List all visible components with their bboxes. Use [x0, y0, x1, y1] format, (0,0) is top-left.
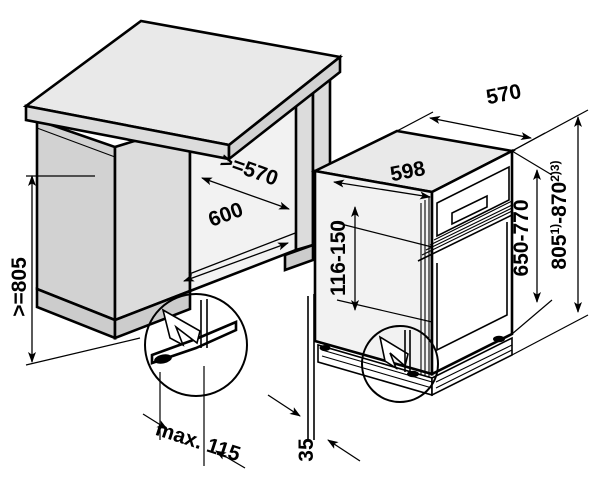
appliance-left-side-panel: [315, 171, 432, 374]
dimension-label-plinth-offset: 35: [295, 438, 318, 462]
total-height-value-max: 870: [548, 182, 571, 217]
detail-circle-appliance-foot: [361, 325, 439, 403]
max115-arrow-left: [142, 413, 168, 430]
dimension-panel-height: 116-150: [327, 206, 433, 323]
door-band-line-4: [421, 210, 513, 256]
door-height-ext-top: [511, 150, 553, 176]
appliance-control-panel-outline: [436, 165, 510, 238]
cabinet-niche-foot-step: [285, 245, 313, 270]
dimension-plinth-offset: 35: [267, 394, 361, 462]
svg-text:8051)-8702)3): 8051)-8702)3): [548, 160, 571, 269]
worktop-right-edge: [229, 57, 340, 159]
worktop-top-surface: [26, 21, 340, 145]
total-height-dash: -: [548, 217, 571, 224]
detail-circle-outline-appliance: [361, 325, 439, 403]
dishwasher-appliance: [307, 129, 517, 440]
dimension-niche-height: >=805: [8, 175, 141, 366]
detail-bracket-shape: [163, 310, 200, 345]
appliance-depth-dimline: [429, 116, 532, 140]
total-height-sup-1: 1): [548, 224, 562, 235]
niche-height-ext-bottom: [25, 337, 141, 366]
appliance-decor-panel-field: [436, 222, 508, 352]
worktop-front-edge: [26, 106, 229, 159]
door-band-line-1: [433, 200, 513, 241]
appliance-foot-rear-left: [319, 345, 331, 351]
dimension-total-height: 8051)-8702)3): [511, 109, 589, 356]
plinth-offset-arrow-right: [327, 439, 361, 462]
niche-depth-dimline: [201, 177, 290, 210]
dimension-door-height: 650-770: [510, 150, 553, 335]
appliance-top-surface: [315, 131, 512, 192]
total-height-value-min: 805: [548, 234, 571, 269]
appliance-foot-front-left: [407, 370, 419, 378]
total-height-label-group: 8051)-8702)3): [548, 160, 571, 269]
detail-bracket-outline: [161, 308, 201, 347]
detail-appliance-bracket-outline: [378, 335, 409, 371]
appliance-plinth-front: [432, 338, 512, 395]
appliance-door-front-outline: [430, 148, 514, 377]
total-height-sup-2: 2)3): [548, 160, 562, 181]
detail-circle-cabinet-foot: [144, 293, 248, 397]
door-band-line-5: [417, 214, 513, 262]
cabinet-left-panel-reveal: [36, 127, 116, 158]
total-height-ext-bottom: [511, 314, 589, 356]
door-band-line-3: [425, 207, 513, 251]
cabinet-plinth-left-side: [37, 289, 115, 338]
appliance-foot-front-right: [493, 335, 505, 343]
plinth-offset-arrow-left: [267, 394, 301, 417]
cabinet-plinth-front: [115, 291, 190, 338]
dimension-label-panel-height: 116-150: [327, 220, 350, 296]
plinth-stripe-3: [435, 344, 513, 383]
dimension-label-door-height: 650-770: [510, 199, 533, 276]
door-band-line-2: [429, 204, 513, 246]
niche-width-dimline: [183, 242, 289, 282]
detail-appliance-bracket: [380, 337, 408, 368]
cabinet-left-side-panel: [37, 120, 115, 320]
cabinet-plinth-front-outline: [113, 289, 192, 340]
appliance-depth-ext-a: [396, 111, 434, 132]
plinth-stripe-2: [321, 355, 433, 389]
detail-adjustable-foot: [154, 354, 172, 364]
appliance-width-dimline: [333, 179, 431, 200]
cabinet-front-door-left: [115, 124, 190, 320]
plinth-stripe-4: [435, 349, 513, 389]
max115-arrow-right: [215, 450, 246, 469]
appliance-door-handle-outline: [451, 194, 488, 226]
worktop-right-edge-outline: [227, 54, 342, 162]
detail-circle-outline-cabinet: [144, 293, 248, 397]
cabinet-niche-right-inner-panel: [296, 80, 313, 250]
dimension-label-niche-height: >=805: [8, 257, 31, 317]
appliance-door-handle: [452, 196, 487, 224]
door-height-ext-bottom: [511, 299, 553, 335]
